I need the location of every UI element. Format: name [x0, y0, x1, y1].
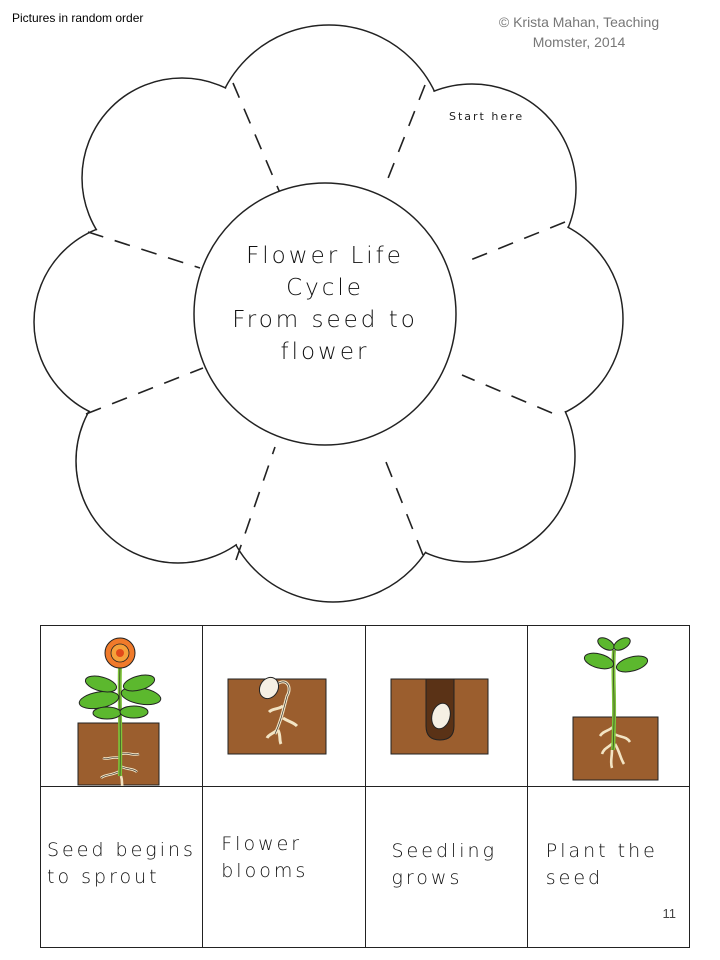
flower-center: [193, 182, 457, 446]
start-here-label: Start here: [449, 110, 525, 123]
title-line-3: From seed to: [232, 307, 418, 333]
label-line: seed: [545, 867, 604, 889]
card-picture-sprouting-seed[interactable]: [202, 625, 366, 787]
seedling-illustration: [572, 637, 659, 781]
cut-lines: [85, 82, 566, 561]
soil-block: [572, 716, 659, 781]
label-line: Flower: [221, 833, 303, 855]
sprouting-seed-illustration: [227, 676, 327, 755]
page-number: 11: [662, 906, 677, 921]
blooming-flower-illustration: [77, 637, 162, 786]
card-label: Flower blooms: [221, 831, 308, 885]
card-label: Seedling grows: [392, 838, 498, 892]
instruction-note: Pictures in random order: [12, 11, 144, 25]
label-line: Seedling: [391, 840, 498, 862]
card-label: Plant the seed: [546, 838, 658, 892]
flower-title: Flower Life Cycle From seed to flower: [207, 240, 443, 368]
card-label-cell-2[interactable]: Flower blooms: [202, 786, 366, 948]
copyright-line-1: © Krista Mahan, Teaching: [498, 14, 660, 30]
card-label-cell-1[interactable]: Seed begins to sprout: [39, 786, 204, 948]
card-label-cell-3[interactable]: Seedling grows: [364, 786, 528, 948]
label-line: Seed begins: [47, 839, 196, 861]
card-picture-seedling[interactable]: [526, 625, 691, 787]
title-line-4: flower: [280, 339, 370, 365]
card-picture-blooming-flower[interactable]: [39, 625, 204, 787]
copyright-line-2: Momster, 2014: [532, 34, 626, 50]
label-line: blooms: [221, 860, 309, 882]
label-line: grows: [391, 867, 463, 889]
copyright-notice: © Krista Mahan, Teaching Momster, 2014: [469, 12, 689, 52]
cut-out-cards: Seed begins to sprout Flower blooms Seed…: [39, 625, 691, 948]
card-picture-seed-in-soil[interactable]: [364, 625, 528, 787]
title-line-2: Cycle: [286, 275, 364, 301]
flower-diagram: [33, 24, 624, 603]
label-line: Plant the: [545, 840, 658, 862]
card-label: Seed begins to sprout: [47, 837, 196, 891]
title-line-1: Flower Life: [246, 243, 404, 269]
label-line: to sprout: [47, 866, 160, 888]
card-label-cell-4[interactable]: Plant the seed: [526, 786, 691, 948]
seed-in-soil-illustration: [390, 678, 488, 755]
